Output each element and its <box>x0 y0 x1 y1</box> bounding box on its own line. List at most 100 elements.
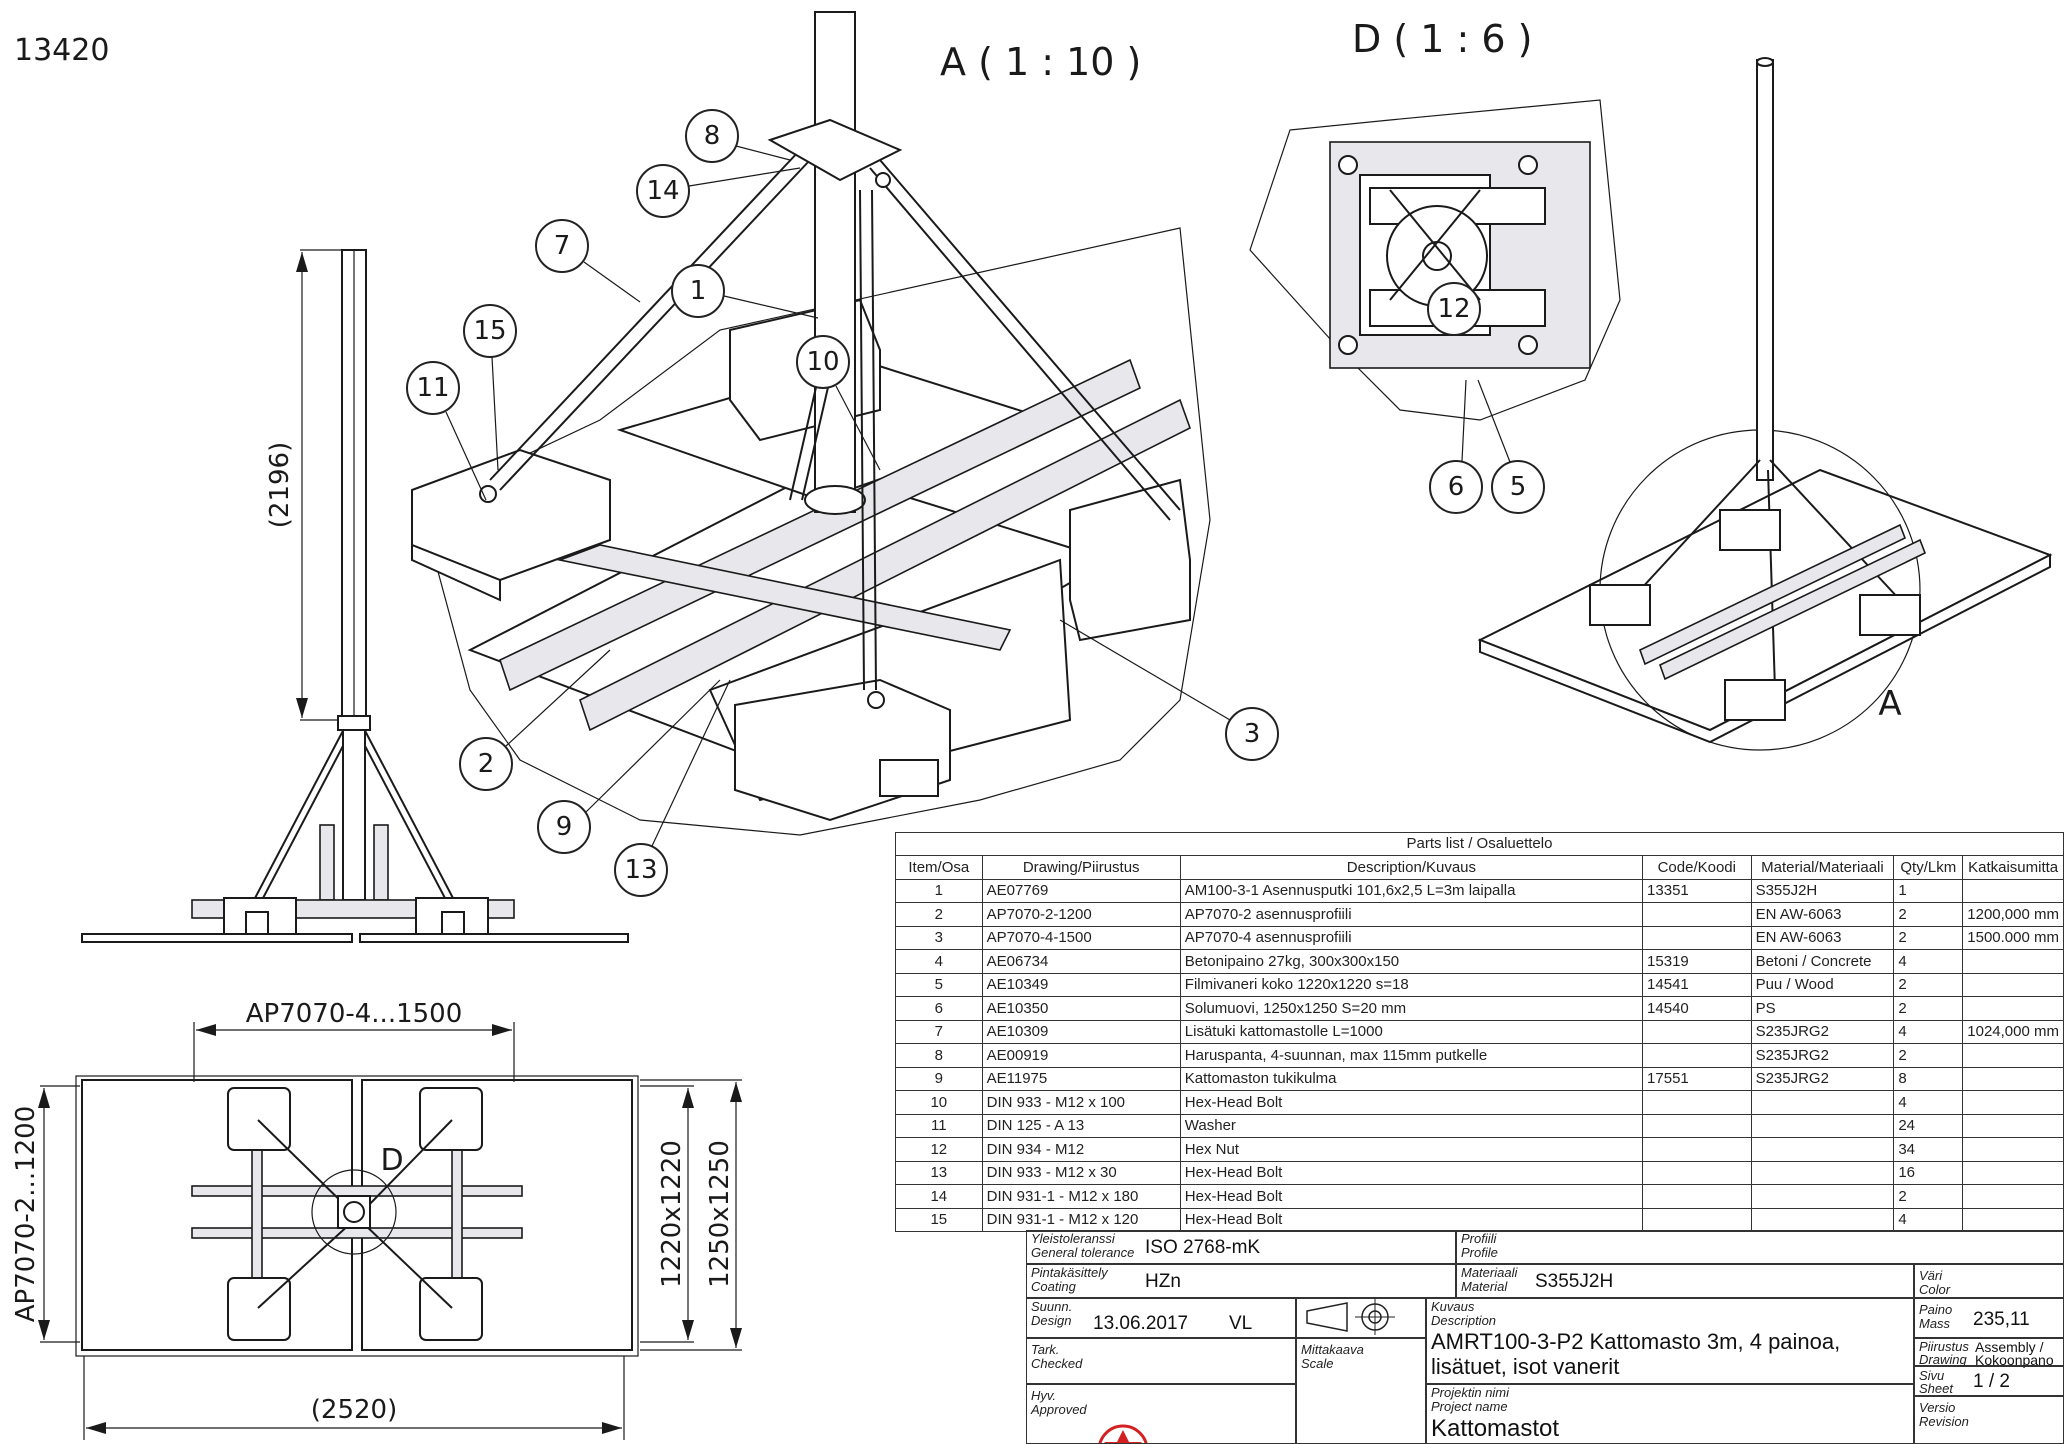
color-label-fi: Väri <box>1919 1268 1943 1283</box>
parts-cell-item: 5 <box>895 972 983 997</box>
parts-cell-cut-length <box>1962 878 2064 903</box>
parts-cell-drawing: DIN 933 - M12 x 30 <box>981 1160 1181 1185</box>
parts-cell-qty: 2 <box>1893 996 1964 1021</box>
drawing-number: 13420 <box>14 33 109 68</box>
sheet-label-fi: Sivu <box>1919 1368 1945 1383</box>
projection-symbol-cell <box>1296 1298 1426 1338</box>
plywood-size-dimension: 1220x1220 <box>657 1140 687 1288</box>
parts-cell-description: Betonipaino 27kg, 300x300x150 <box>1179 949 1644 974</box>
parts-list-header: Item/Osa Drawing/Piirustus Description/K… <box>895 855 2064 880</box>
description-label-en: Description <box>1431 1313 1497 1328</box>
description-cell: Kuvaus Description AMRT100-3-P2 Kattomas… <box>1426 1298 1914 1384</box>
parts-cell-cut-length: 1024,000 mm <box>1962 1019 2064 1044</box>
parts-cell-code <box>1642 1090 1752 1115</box>
parts-cell-cut-length <box>1962 996 2064 1021</box>
parts-cell-cut-length <box>1962 1184 2064 1209</box>
revision-label-en: Revision <box>1919 1414 1969 1429</box>
parts-cell-code <box>1642 1160 1752 1185</box>
parts-cell-code: 14541 <box>1642 972 1752 997</box>
col-cut-length: Katkaisumitta <box>1962 855 2064 880</box>
parts-cell-material <box>1750 1113 1895 1138</box>
parts-cell-description: AM100-3-1 Asennusputki 101,6x2,5 L=3m la… <box>1179 878 1644 903</box>
mass-label-fi: Paino <box>1919 1302 1953 1317</box>
svg-text:3: 3 <box>1244 719 1261 749</box>
parts-cell-item: 14 <box>895 1184 983 1209</box>
mass-value: 235,11 <box>1973 1309 2030 1330</box>
parts-cell-drawing: DIN 933 - M12 x 100 <box>981 1090 1181 1115</box>
coating-value: HZn <box>1145 1271 1181 1292</box>
mass-label-en: Mass <box>1919 1316 1951 1331</box>
material-cell: Materiaali Material S355J2H <box>1456 1264 1914 1298</box>
balloon-item-8: 8 <box>685 109 739 163</box>
parts-cell-description: AP7070-4 asennusprofiili <box>1179 925 1644 950</box>
parts-cell-cut-length <box>1962 1113 2064 1138</box>
parts-cell-material: EN AW-6063 <box>1750 925 1895 950</box>
balloon-item-7: 7 <box>535 219 589 273</box>
parts-cell-description: Hex-Head Bolt <box>1179 1090 1644 1115</box>
balloon-item-2: 2 <box>459 737 513 791</box>
parts-cell-material: PS <box>1750 996 1895 1021</box>
parts-cell-material <box>1750 1160 1895 1185</box>
project-cell: Projektin nimi Project name Kattomastot <box>1426 1384 1914 1444</box>
balloon-item-13: 13 <box>614 843 668 897</box>
parts-cell-qty: 2 <box>1893 1184 1964 1209</box>
parts-cell-item: 1 <box>895 878 983 903</box>
parts-cell-qty: 34 <box>1893 1137 1964 1162</box>
drawing-label-en: Drawing <box>1919 1352 1967 1367</box>
profile-label-fi: Profiili <box>1461 1231 1497 1246</box>
col-item: Item/Osa <box>895 855 983 880</box>
project-label-fi: Projektin nimi <box>1431 1385 1510 1400</box>
parts-cell-qty: 2 <box>1893 972 1964 997</box>
design-date: 13.06.2017 <box>1093 1313 1189 1334</box>
color-cell: Väri Color <box>1914 1264 2064 1298</box>
parts-cell-code <box>1642 1043 1752 1068</box>
color-label-en: Color <box>1919 1282 1951 1297</box>
svg-text:9: 9 <box>556 812 573 842</box>
profile-label-en: Profile <box>1461 1245 1498 1260</box>
detail-d-view <box>1249 99 1621 421</box>
parts-cell-material: Puu / Wood <box>1750 972 1895 997</box>
coating-label-fi: Pintakäsittely <box>1031 1265 1108 1280</box>
parts-cell-drawing: AE00919 <box>981 1043 1181 1068</box>
parts-cell-drawing: AP7070-4-1500 <box>981 925 1181 950</box>
parts-cell-code <box>1642 1113 1752 1138</box>
overview-iso-view <box>1477 57 2053 751</box>
parts-cell-description: Hex-Head Bolt <box>1179 1160 1644 1185</box>
parts-cell-cut-length <box>1962 1207 2064 1232</box>
design-label-fi: Suunn. <box>1031 1299 1073 1314</box>
parts-cell-qty: 2 <box>1893 902 1964 927</box>
parts-cell-drawing: AE10309 <box>981 1019 1181 1044</box>
parts-cell-code <box>1642 1019 1752 1044</box>
tolerance-cell: Yleistoleranssi General tolerance ISO 27… <box>1026 1230 1456 1264</box>
svg-text:12: 12 <box>1437 294 1470 324</box>
parts-cell-qty: 4 <box>1893 1207 1964 1232</box>
parts-cell-cut-length <box>1962 1137 2064 1162</box>
parts-cell-drawing: AP7070-2-1200 <box>981 902 1181 927</box>
parts-cell-description: Haruspanta, 4-suunnan, max 115mm putkell… <box>1179 1043 1644 1068</box>
design-label-en: Design <box>1031 1313 1072 1328</box>
parts-cell-material: EN AW-6063 <box>1750 902 1895 927</box>
col-material: Material/Materiaali <box>1750 855 1895 880</box>
svg-text:1: 1 <box>690 276 707 306</box>
parts-cell-item: 15 <box>895 1207 983 1232</box>
parts-cell-material: S355J2H <box>1750 878 1895 903</box>
parts-cell-qty: 4 <box>1893 949 1964 974</box>
parts-cell-cut-length <box>1962 1160 2064 1185</box>
coating-label-en: Coating <box>1031 1279 1076 1294</box>
parts-cell-material: S235JRG2 <box>1750 1019 1895 1044</box>
svg-text:11: 11 <box>416 373 449 403</box>
side-elevation-view <box>81 249 629 943</box>
parts-cell-material <box>1750 1184 1895 1209</box>
tolerance-value: ISO 2768-mK <box>1145 1237 1261 1258</box>
col-description: Description/Kuvaus <box>1179 855 1644 880</box>
parts-cell-cut-length: 1200,000 mm <box>1962 902 2064 927</box>
